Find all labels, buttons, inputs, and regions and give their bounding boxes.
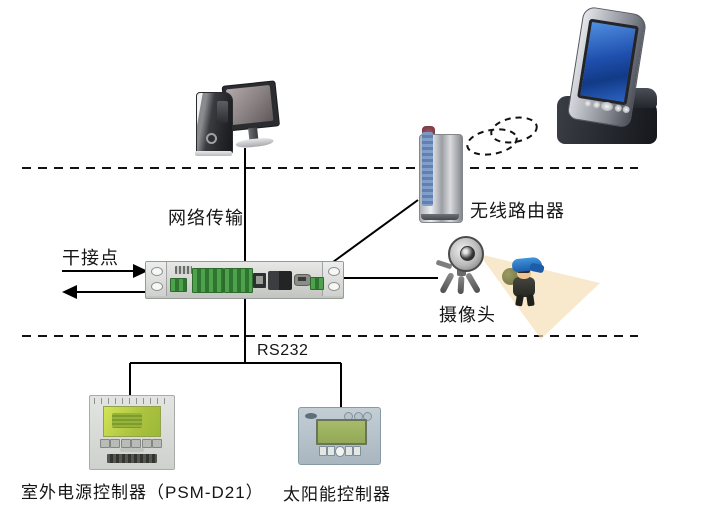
label-rs232: RS232 — [257, 342, 309, 359]
psm-lcd — [103, 406, 161, 437]
wireless-router-icon — [419, 126, 467, 223]
camera-lens — [460, 246, 475, 261]
camera-head — [448, 236, 484, 272]
brand-logo — [175, 266, 192, 274]
surveillance-camera-icon — [435, 236, 488, 300]
intruder-figure-icon — [502, 256, 550, 308]
label-outdoor-power-controller: 室外电源控制器（PSM-D21） — [21, 483, 264, 502]
dry-contact-arrowhead-in — [133, 264, 148, 278]
brand-logo — [305, 413, 317, 419]
power-controller-icon — [89, 395, 175, 470]
label-dry-contact: 干接点 — [62, 248, 119, 268]
dry-contact-arrowhead-out — [62, 285, 77, 299]
terminal-block — [170, 278, 187, 292]
serial-port — [294, 274, 311, 286]
usb-ports — [268, 271, 292, 290]
solar-controller-icon — [298, 407, 381, 465]
label-solar-controller: 太阳能控制器 — [283, 485, 391, 504]
terminal-block — [192, 268, 224, 293]
rack-mount-ear — [146, 262, 167, 296]
router-label-strip — [422, 132, 433, 206]
solar-lcd — [316, 419, 367, 445]
pda-dock-icon — [553, 5, 663, 148]
rack-mount-ear — [322, 262, 343, 296]
psm-vent-slot — [107, 454, 157, 463]
ethernet-port — [253, 273, 266, 288]
label-camera: 摄像头 — [439, 305, 496, 325]
computer-tower — [196, 92, 233, 155]
signal-waves-icon — [466, 116, 538, 156]
terminal-block — [224, 268, 253, 293]
label-wireless-router: 无线路由器 — [470, 201, 565, 221]
router-link-line — [332, 199, 419, 263]
desktop-computer-icon — [193, 80, 281, 159]
rack-gateway-icon — [145, 261, 344, 299]
terminal-block — [310, 277, 324, 290]
label-network-transmission: 网络传输 — [168, 208, 244, 228]
